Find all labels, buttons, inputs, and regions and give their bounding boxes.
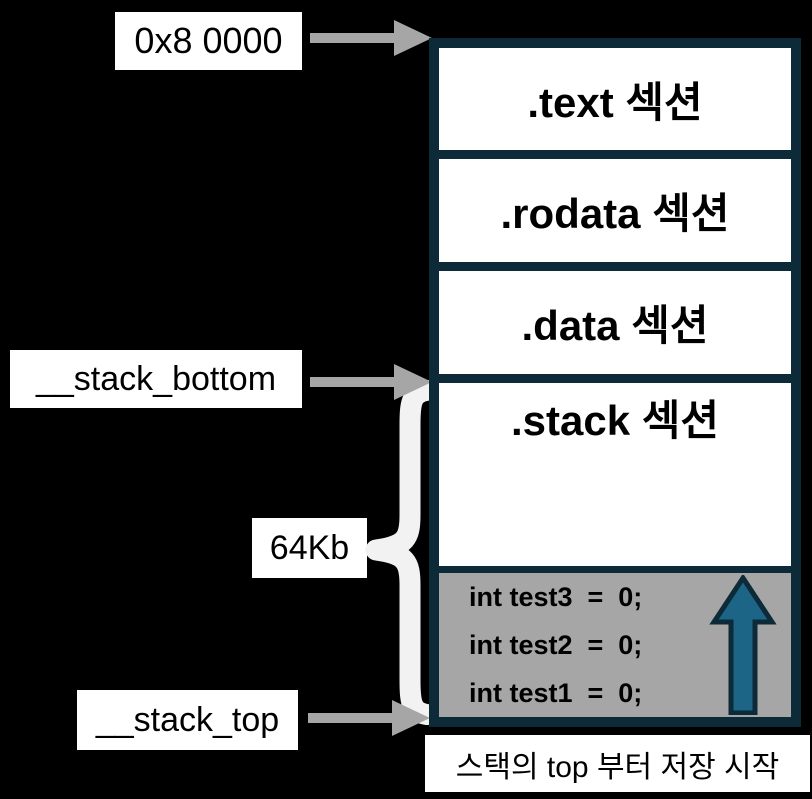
- right-arrow-icon: [310, 364, 432, 400]
- stack-top-label-text: __stack_top: [95, 701, 280, 739]
- section-rodata: .rodata 섹션: [439, 159, 791, 271]
- right-arrow-icon: [308, 700, 430, 736]
- stack-top-label: __stack_top: [77, 690, 298, 750]
- section-rodata-label: .rodata 섹션: [500, 190, 730, 237]
- section-data-label: .data 섹션: [521, 302, 709, 349]
- stack-variable-line: int test2 = 0;: [469, 629, 643, 660]
- section-data: .data 섹션: [439, 271, 791, 383]
- section-stack-label: .stack 섹션: [510, 397, 720, 444]
- stack-bottom-label-text: __stack_bottom: [35, 360, 277, 398]
- address-label-text: 0x8 0000: [134, 20, 283, 61]
- stack-size-label-text: 64Kb: [269, 529, 350, 567]
- up-arrow-icon: [709, 575, 777, 715]
- stack-bottom-label: __stack_bottom: [10, 350, 302, 408]
- stack-variable-line: int test3 = 0;: [469, 581, 643, 612]
- stack-variable-line: int test1 = 0;: [469, 677, 643, 708]
- section-text-label: .text 섹션: [527, 78, 703, 126]
- curly-brace-icon: [365, 380, 432, 725]
- caption-text: 스택의 top 부터 저장 시작: [455, 750, 780, 784]
- section-stack: .stack 섹션: [439, 383, 791, 573]
- memory-box: .text 섹션 .rodata 섹션 .data 섹션 .stack 섹션 i…: [429, 38, 801, 727]
- stack-used-region: int test3 = 0; int test2 = 0; int test1 …: [439, 573, 791, 717]
- section-text: .text 섹션: [439, 48, 791, 159]
- stack-size-label: 64Kb: [252, 518, 367, 578]
- right-arrow-icon: [310, 20, 432, 56]
- address-label: 0x8 0000: [115, 12, 302, 70]
- caption: 스택의 top 부터 저장 시작: [425, 735, 810, 792]
